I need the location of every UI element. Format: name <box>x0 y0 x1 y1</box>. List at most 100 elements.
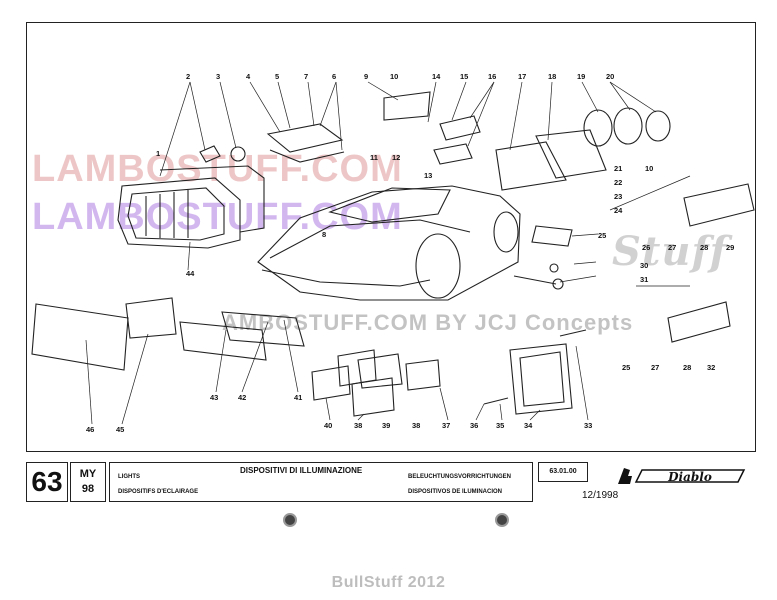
callout-27: 27 <box>668 243 676 252</box>
callout-2: 2 <box>186 72 190 81</box>
front-side-marker <box>667 301 731 343</box>
fog-lamp-housing <box>357 353 403 389</box>
callout-41: 41 <box>294 393 302 402</box>
callout-4: 4 <box>246 72 251 81</box>
callout-38: 38 <box>412 421 420 430</box>
callout-25: 25 <box>622 363 630 372</box>
callout-10: 10 <box>645 164 653 173</box>
callout-9: 9 <box>364 72 368 81</box>
headlamp-frame <box>159 165 265 233</box>
rear-lamp-bezel <box>495 141 567 191</box>
callout-28: 28 <box>683 363 691 372</box>
car-windshield <box>328 187 451 223</box>
bulb <box>230 146 246 162</box>
fog-lamp <box>351 377 395 417</box>
binder-hole <box>495 513 509 527</box>
diagram-frame <box>26 22 756 452</box>
screw <box>483 397 509 405</box>
car-rear-wheel <box>493 211 519 253</box>
rear-lamp-lens <box>535 129 607 179</box>
headlamp-bracket-lower <box>269 149 345 163</box>
callout-21: 21 <box>614 164 622 173</box>
callout-39: 39 <box>382 421 390 430</box>
title-french: DISPOSITIFS D'ECLAIRAGE <box>118 489 199 495</box>
callout-6: 6 <box>332 72 336 81</box>
callout-19: 19 <box>577 72 585 81</box>
round-rear-lamp <box>645 110 671 142</box>
title-english: LIGHTS <box>118 474 140 480</box>
headlamp-housing <box>117 177 241 249</box>
round-rear-lamp <box>583 109 613 147</box>
callout-24: 24 <box>614 206 623 215</box>
side-repeater <box>383 91 431 121</box>
callout-18: 18 <box>548 72 556 81</box>
callout-3: 3 <box>216 72 220 81</box>
callout-42: 42 <box>238 393 246 402</box>
callout-38: 38 <box>354 421 362 430</box>
model-year-label: MY <box>79 468 97 480</box>
callout-46: 46 <box>86 425 94 434</box>
callout-7: 7 <box>304 72 308 81</box>
fog-lamp-housing <box>337 349 377 387</box>
callout-numbers: 2 3 4 5 7 6 9 10 14 15 16 17 18 19 20 1 … <box>86 72 734 434</box>
model-year-box: MY 98 <box>70 462 106 502</box>
car-hood-line <box>269 219 471 259</box>
side-marker-lamp <box>531 225 573 247</box>
callout-29: 29 <box>726 243 734 252</box>
title-block: 63 MY 98 DISPOSITIVI DI ILLUMINAZIONE LI… <box>26 462 756 506</box>
lamp-support-frame-inner <box>519 351 565 407</box>
license-plate-lamp <box>439 115 481 141</box>
license-plate <box>31 303 129 371</box>
callout-44: 44 <box>186 269 195 278</box>
callout-36: 36 <box>470 421 478 430</box>
title-description-box: DISPOSITIVI DI ILLUMINAZIONE LIGHTS DISP… <box>109 462 533 502</box>
callout-27: 27 <box>651 363 659 372</box>
callout-17: 17 <box>518 72 526 81</box>
callout-16: 16 <box>488 72 496 81</box>
part-outlines <box>31 81 755 425</box>
callout-43: 43 <box>210 393 218 402</box>
screw-head <box>552 278 564 290</box>
callout-31: 31 <box>640 275 648 284</box>
callout-23: 23 <box>614 192 622 201</box>
callout-35: 35 <box>496 421 504 430</box>
headlamp-lens <box>127 187 225 241</box>
callout-28: 28 <box>700 243 708 252</box>
turn-signal-lamp <box>179 321 267 361</box>
binder-hole <box>283 513 297 527</box>
round-rear-lamp <box>613 107 643 145</box>
car-front-wheel <box>415 233 461 299</box>
front-side-marker <box>683 183 755 227</box>
table-code: 63.01.00 <box>538 462 588 482</box>
callout-26: 26 <box>642 243 650 252</box>
title-italian: DISPOSITIVI DI ILLUMINAZIONE <box>240 466 363 475</box>
leader-lines <box>85 81 691 425</box>
page-number: 63 <box>26 462 68 502</box>
callout-20: 20 <box>606 72 614 81</box>
footer-credit: BullStuff 2012 <box>331 574 446 591</box>
fog-lamp-housing <box>405 359 441 391</box>
screw-head <box>549 263 559 273</box>
callout-15: 15 <box>460 72 468 81</box>
brand-wordmark: Diablo <box>667 470 712 484</box>
callout-12: 12 <box>392 153 400 162</box>
callout-5: 5 <box>275 72 279 81</box>
callout-8: 8 <box>322 230 326 239</box>
ballast-unit <box>125 297 177 339</box>
callout-37: 37 <box>442 421 450 430</box>
headlamp-bracket <box>266 123 344 153</box>
license-plate-lamp <box>433 143 473 165</box>
callout-11: 11 <box>370 153 378 162</box>
screw <box>559 329 587 337</box>
bulb <box>199 145 221 163</box>
callout-22: 22 <box>614 178 622 187</box>
callout-1: 1 <box>156 149 160 158</box>
turn-signal-housing <box>221 311 305 347</box>
callout-30: 30 <box>640 261 648 270</box>
callout-14: 14 <box>432 72 441 81</box>
fog-lamp <box>311 365 351 401</box>
car-body <box>257 185 521 301</box>
revision-date: 12/1998 <box>582 490 619 501</box>
